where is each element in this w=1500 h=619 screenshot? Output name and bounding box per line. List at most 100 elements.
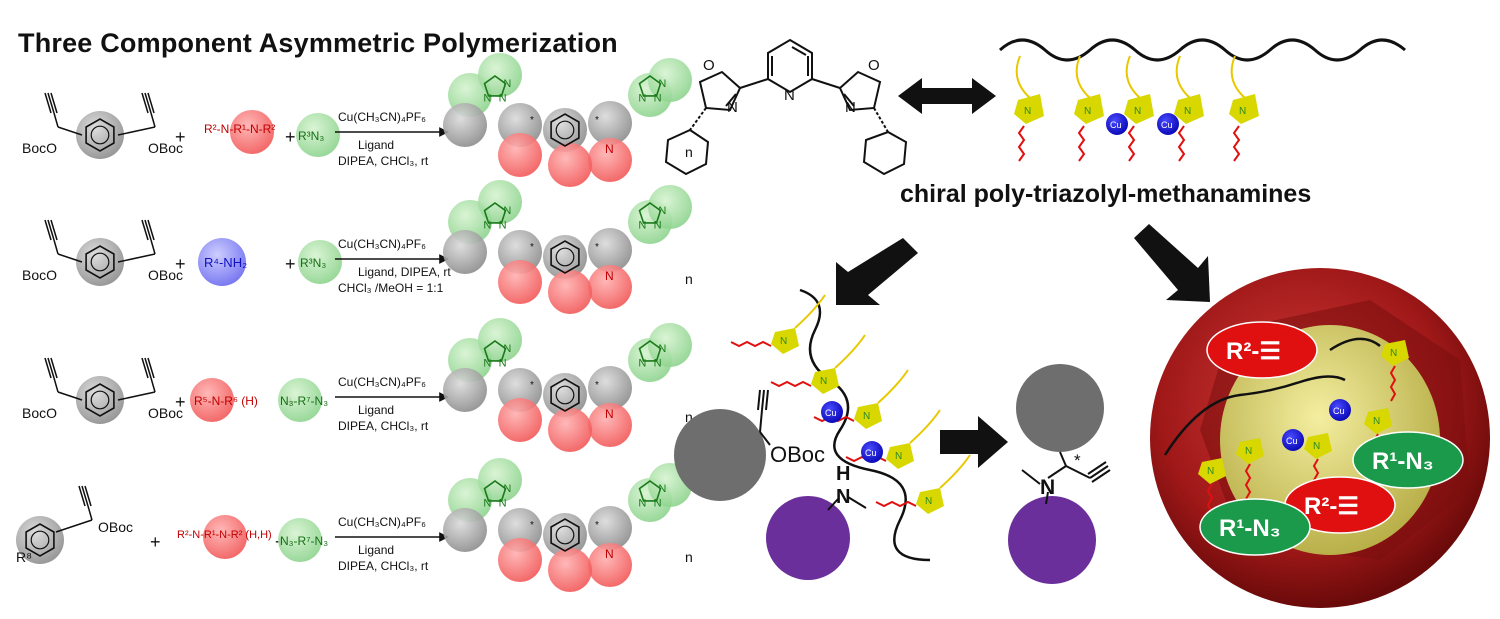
triazole-unit	[1174, 94, 1204, 124]
triazole-nitrogen: N	[1184, 106, 1191, 117]
obc-label: OBoc	[770, 442, 825, 467]
triazole-ring	[483, 480, 507, 502]
repeat-unit-n: n	[685, 144, 693, 160]
triazole-ring	[483, 340, 507, 362]
copper-label: Cu	[1286, 436, 1298, 446]
triazole-nitrogen: N	[1134, 106, 1141, 117]
triazole-nitrogen: N	[638, 93, 646, 105]
repeat-unit-n: n	[685, 271, 693, 287]
copper-ion	[1106, 113, 1128, 135]
triazole-unit	[1381, 340, 1409, 366]
amine-h-label: H	[836, 463, 850, 485]
benzene-ring	[550, 518, 580, 552]
triazole-unit	[1124, 94, 1154, 124]
stereo-star: *	[595, 380, 599, 391]
stereocenter-label: *	[1074, 451, 1081, 470]
azide-sphere	[298, 240, 342, 284]
plus-sign: +	[285, 254, 296, 274]
label-badge	[1206, 321, 1318, 379]
condition-ligand: Ligand	[358, 138, 394, 152]
triazole-nitrogen: N	[483, 358, 491, 370]
triazole-ring	[638, 340, 662, 362]
badge-label: R²-☰	[1226, 338, 1281, 365]
figure-title: Three Component Asymmetric Polymerizatio…	[18, 28, 618, 58]
triple-bond	[50, 219, 58, 241]
condition-solvent: DIPEA, CHCl₃, rt	[338, 559, 429, 573]
copper-label: Cu	[825, 408, 837, 418]
aromatic-circle	[555, 247, 575, 267]
side-chain	[834, 334, 866, 369]
red-alkyl-chain	[730, 340, 772, 348]
plus-sign: +	[175, 254, 186, 274]
boc-label-right: OBoc	[148, 140, 183, 156]
stereo-star: *	[530, 380, 534, 391]
substituent-sphere	[478, 53, 522, 97]
plus-sign: +	[285, 127, 296, 147]
triple-bond	[147, 92, 155, 114]
triazole-unit	[1364, 408, 1392, 434]
triazole-nitrogen: N	[1313, 441, 1320, 452]
copper-label: Cu	[1333, 406, 1345, 416]
substituent-sphere	[588, 506, 632, 550]
triazole-ring	[483, 202, 507, 224]
polymer-class-label: chiral poly-triazolyl-methanamines	[900, 180, 1312, 208]
polymer-backbone	[1163, 375, 1346, 456]
polymer-backbone	[799, 288, 931, 562]
copper-label: Cu	[1161, 120, 1173, 130]
triazole-nitrogen: N	[499, 93, 507, 105]
pybox-ligand-structure	[664, 38, 908, 176]
benzene-ring	[550, 240, 580, 274]
benzene-ring	[550, 113, 580, 147]
product-amine-n: N	[605, 407, 614, 421]
stereo-star: *	[530, 242, 534, 253]
substituent-sphere	[498, 538, 542, 582]
condition-solvent: CHCl₃ /MeOH = 1:1	[338, 281, 444, 295]
repeat-unit-n: n	[685, 549, 693, 565]
copper-ion	[821, 401, 843, 423]
azide-label: N₃-R⁷-N₃	[280, 534, 328, 548]
boc-label-left: BocO	[22, 267, 57, 283]
condition-catalyst: Cu(CH₃CN)₄PF₆	[338, 237, 426, 251]
ligand-oxygen-left: O	[703, 57, 715, 74]
down-right-arrow	[1134, 224, 1210, 302]
red-alkyl-chain	[770, 380, 812, 388]
bond	[53, 112, 59, 128]
substituent-sphere	[548, 270, 592, 314]
amine-sphere	[198, 238, 246, 286]
condition-ligand: Ligand	[358, 543, 394, 557]
triple-bond	[147, 357, 155, 379]
triple-bond	[81, 485, 89, 507]
triazole-nitrogen: N	[1373, 416, 1380, 427]
repeat-unit-n: n	[685, 409, 693, 425]
triazole-unit	[771, 328, 799, 354]
triazole-nitrogen: N	[654, 220, 662, 232]
side-chain	[939, 454, 971, 489]
stereo-star: *	[595, 520, 599, 531]
aromatic-circle	[555, 385, 575, 405]
triazole-unit	[1304, 433, 1332, 459]
triazole-unit	[886, 443, 914, 469]
triazole-nitrogen: N	[895, 451, 902, 462]
bond	[57, 126, 83, 136]
substituent-sphere	[648, 323, 692, 367]
triazole-unit	[1198, 458, 1226, 484]
triple-bond	[44, 92, 52, 114]
azide-label: R³N₃	[300, 256, 326, 270]
side-chain	[1230, 55, 1246, 99]
benzene-ring	[550, 378, 580, 412]
substituent-sphere	[478, 318, 522, 362]
substituent-sphere	[588, 403, 632, 447]
product-structure: N *	[1008, 364, 1111, 584]
substituent-sphere	[543, 513, 587, 557]
monomer-core-sphere	[16, 516, 64, 564]
substituent-sphere	[548, 548, 592, 592]
bond	[53, 377, 59, 393]
triple-bond	[44, 357, 52, 379]
